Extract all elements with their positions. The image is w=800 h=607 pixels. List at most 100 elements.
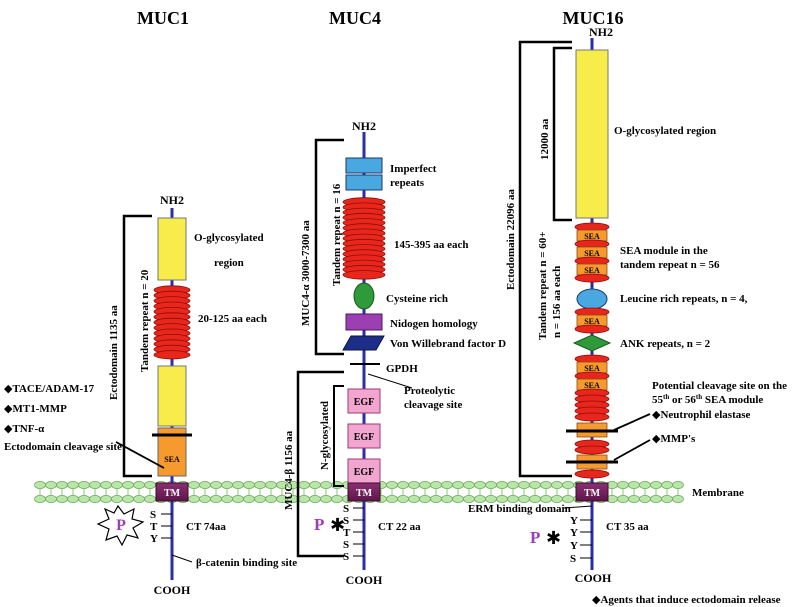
- lipid-head-inner: [397, 495, 409, 503]
- muc1-oglyco-label-2: region: [214, 257, 244, 269]
- lipid-head-inner: [386, 495, 398, 503]
- muc16-repeat-oval: [574, 412, 610, 422]
- muc16-12000-label: 12000 aa: [539, 118, 551, 160]
- muc16-tm-label: TM: [584, 488, 601, 499]
- lipid-head-inner: [45, 495, 57, 503]
- footer-note: ◆Agents that induce ectodomain release: [592, 594, 781, 606]
- muc1-agent-3: ◆TNF-α: [4, 423, 45, 435]
- lipid-head-inner: [188, 495, 200, 503]
- muc4-phospho-p: P: [314, 515, 324, 534]
- muc16-ectodomain-label: Ectodomain 22096 aa: [505, 189, 517, 290]
- muc16-agent-2: ◆MMP's: [652, 433, 696, 445]
- muc1-phospho-p: P: [116, 517, 126, 534]
- muc1-oglyco-label-1: O-glycosylated: [194, 232, 264, 244]
- muc16-sea-block-label: SEA: [584, 249, 600, 258]
- muc16-ank-label: ANK repeats, n = 2: [620, 338, 711, 350]
- muc16-tandem-label-2: n = 156 aa each: [551, 266, 563, 338]
- title-muc4: MUC4: [329, 8, 381, 28]
- muc1-sea-label: SEA: [164, 455, 180, 464]
- muc16-tm-domain: [575, 482, 609, 502]
- lipid-head-outer: [529, 481, 541, 489]
- lipid-head-outer: [551, 481, 563, 489]
- muc4-beta-bracket: [296, 370, 344, 558]
- muc16-sea-module-2: tandem repeat n = 56: [620, 259, 720, 271]
- lipid-head-outer: [441, 481, 453, 489]
- lipid-head-inner: [144, 495, 156, 503]
- lipid-head-outer: [56, 481, 68, 489]
- lipid-head-inner: [298, 495, 310, 503]
- lipid-head-outer: [144, 481, 156, 489]
- muc1-o-glycosylated-lower: [157, 365, 187, 427]
- lipid-head-outer: [419, 481, 431, 489]
- lipid-head-outer: [133, 481, 145, 489]
- muc4-proteolytic-pointer: [367, 373, 413, 389]
- lipid-head-outer: [562, 481, 574, 489]
- membrane-label: Membrane: [692, 487, 744, 499]
- lipid-head-outer: [232, 481, 244, 489]
- muc4-gpdh-label: GPDH: [386, 363, 418, 375]
- muc16-cleavage-arrow-1: [613, 413, 651, 431]
- muc4-nh2: NH2: [352, 119, 376, 133]
- muc1-catenin-pointer: [171, 554, 193, 563]
- lipid-head-outer: [221, 481, 233, 489]
- lipid-head-inner: [78, 495, 90, 503]
- muc16-sea-module-1: SEA module in the: [620, 245, 708, 257]
- title-muc1: MUC1: [137, 8, 189, 28]
- lipid-head-outer: [518, 481, 530, 489]
- lipid-head-outer: [265, 481, 277, 489]
- lipid-head-inner: [331, 495, 343, 503]
- lipid-head-outer: [111, 481, 123, 489]
- lipid-head-inner: [210, 495, 222, 503]
- lipid-head-inner: [133, 495, 145, 503]
- muc4-ct-res-3: T: [343, 527, 351, 539]
- muc16-cleavage-arrow-2: [613, 439, 651, 461]
- muc4-proteolytic-label-2: cleavage site: [404, 399, 462, 411]
- muc4-egf-1: [347, 388, 381, 414]
- muc1-tm-domain: [155, 482, 189, 502]
- lipid-head-outer: [496, 481, 508, 489]
- muc4-ct-res-2: S: [343, 515, 349, 527]
- muc16-cleavage-label-2: 55th or 56th SEA module: [652, 393, 763, 406]
- muc4-imperfect-repeat-2: [345, 174, 383, 191]
- muc4-tandem-repeats: [342, 197, 386, 280]
- muc1-o-glycosylated-region: [157, 217, 187, 281]
- muc16-12000-bracket: [552, 46, 572, 222]
- muc16-erm-pointer: [563, 505, 593, 509]
- tandem-repeat-unit: [153, 350, 191, 360]
- lipid-head-inner: [628, 495, 640, 503]
- lipid-head-outer: [243, 481, 255, 489]
- muc1-nh2: NH2: [160, 193, 184, 207]
- lipid-head-outer: [188, 481, 200, 489]
- lipid-head-inner: [551, 495, 563, 503]
- muc1-ct-t: T: [150, 521, 158, 533]
- lipid-head-inner: [452, 495, 464, 503]
- muc16-leucine-label: Leucine rich repeats, n = 4,: [620, 293, 748, 305]
- lipid-head-inner: [254, 495, 266, 503]
- lipid-head-inner: [89, 495, 101, 503]
- lipid-head-outer: [397, 481, 409, 489]
- muc4-ct-res-1: S: [343, 503, 349, 515]
- muc1-ct-y: Y: [150, 533, 158, 545]
- muc16-sea-block-label: SEA: [584, 381, 600, 390]
- lipid-head-inner: [518, 495, 530, 503]
- lipid-head-outer: [617, 481, 629, 489]
- muc4-ct-res-4: S: [343, 539, 349, 551]
- muc1-tandem-label: Tandem repeat n = 20: [139, 269, 151, 372]
- muc16-sea-block-label: SEA: [584, 266, 600, 275]
- title-muc16: MUC16: [563, 8, 624, 28]
- muc4-nglyco-label: N-glycosylated: [319, 401, 331, 470]
- muc4-tm-label: TM: [356, 488, 373, 499]
- muc4-repeat-each: 145-395 aa each: [394, 239, 469, 251]
- muc1-tm-label: TM: [164, 488, 181, 499]
- muc16-ct-label: CT 35 aa: [606, 521, 649, 533]
- muc1-ectodomain-label: Ectodomain 1135 aa: [108, 305, 120, 400]
- lipid-head-outer: [89, 481, 101, 489]
- muc16-ectodomain-bracket: [518, 40, 572, 478]
- muc16-leucine-domain: [576, 288, 608, 310]
- muc16-oglyco-label: O-glycosylated region: [614, 125, 716, 137]
- lipid-head-outer: [78, 481, 90, 489]
- muc4-structure: NH2 Imperfect repeats 145-395 aa each Cy…: [283, 119, 506, 587]
- lipid-head-outer: [639, 481, 651, 489]
- muc1-structure: NH2 O-glycosylated region 20-125 aa each…: [4, 193, 297, 597]
